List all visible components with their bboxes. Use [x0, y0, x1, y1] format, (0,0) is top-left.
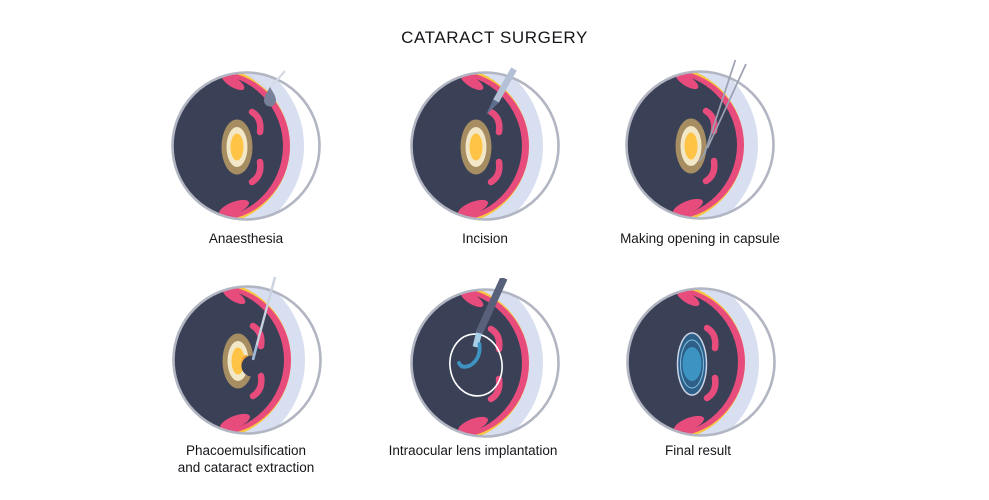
eye-illustration-anaesthesia — [161, 61, 331, 231]
step-label-iol-implantation: Intraocular lens implantation — [388, 443, 558, 458]
eye-illustration-phacoemulsification — [162, 275, 332, 445]
empty-capsule-outline — [449, 333, 503, 397]
eye-illustration-iol-implantation — [400, 278, 570, 448]
diagram-title: CATARACT SURGERY — [401, 28, 588, 47]
step-label-line-2: and cataract extraction — [177, 459, 315, 475]
step-label-incision: Incision — [462, 231, 508, 246]
folded-iol-lens — [457, 342, 482, 369]
phaco-probe-icon — [251, 276, 277, 361]
eye-illustration-final-result — [616, 277, 786, 447]
eye-dropper-icon — [248, 70, 286, 90]
lens-bite-opening — [241, 355, 263, 377]
anaesthetic-drop-icon — [264, 87, 276, 107]
step-label-final-result: Final result — [664, 443, 732, 458]
implanted-iol-lens — [676, 332, 708, 396]
step-label-capsule-opening: Making opening in capsule — [620, 231, 780, 246]
eye-illustration-incision — [400, 61, 570, 231]
step-label-line-1: Phacoemulsification — [185, 443, 307, 458]
step-label-anaesthesia: Anaesthesia — [208, 231, 284, 246]
cystotome-needle-icon — [698, 60, 747, 162]
iol-injector-icon — [457, 278, 508, 369]
step-label-phacoemulsification: Phacoemulsification and cataract extract… — [106, 443, 386, 476]
eye-illustration-capsule-opening — [615, 60, 785, 230]
empty-lens-area — [456, 332, 496, 398]
scalpel-icon — [486, 67, 517, 115]
